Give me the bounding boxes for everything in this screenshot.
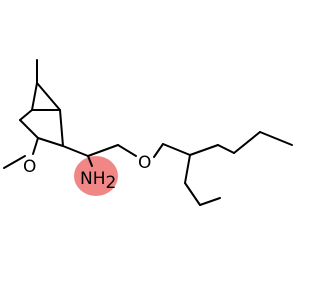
bond <box>36 82 61 111</box>
bond <box>3 155 26 169</box>
bond <box>19 119 39 139</box>
bond <box>37 137 64 147</box>
bond <box>233 131 261 154</box>
bond <box>59 109 64 147</box>
bond <box>19 109 33 121</box>
bond <box>184 182 201 206</box>
molecule-drawing: O O NH2 <box>3 59 293 206</box>
bond <box>32 137 39 155</box>
bond <box>87 155 93 167</box>
bond <box>184 154 191 184</box>
bond <box>153 143 164 158</box>
bond <box>199 197 221 206</box>
amine-highlight <box>74 156 118 196</box>
bond <box>117 144 137 157</box>
bond <box>217 144 235 154</box>
bonds <box>3 59 293 206</box>
bond <box>259 131 293 146</box>
bond <box>189 144 219 156</box>
structure-diagram: O O NH2 <box>3 59 293 206</box>
bond <box>162 143 191 156</box>
amine-nh: NH <box>80 169 106 189</box>
amine-label: NH2 <box>80 169 116 193</box>
atom-labels: O O NH2 <box>23 153 151 193</box>
amine-subscript: 2 <box>106 173 117 193</box>
bond <box>31 82 38 111</box>
ether-oxygen-label: O <box>138 153 151 173</box>
methoxy-oxygen-label: O <box>23 157 36 177</box>
bond <box>62 145 89 157</box>
bond <box>87 144 119 157</box>
